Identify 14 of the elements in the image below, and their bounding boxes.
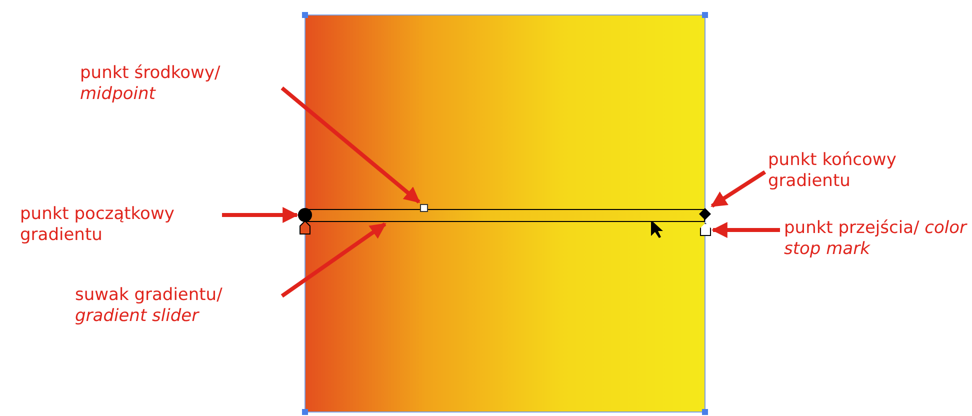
gradient-slider-bar xyxy=(305,209,705,222)
arrow xyxy=(280,86,420,204)
start-point-marker xyxy=(298,208,312,222)
color-stop-marker xyxy=(700,223,711,236)
midpoint-marker xyxy=(420,204,428,212)
callout-label: punkt przejścia/ color stop mark xyxy=(784,218,969,260)
callout-label: punkt środkowy/ midpoint xyxy=(80,63,230,105)
callout-label: punkt początkowy gradientu xyxy=(20,204,220,246)
arrow xyxy=(280,222,386,298)
arrow xyxy=(222,207,299,223)
callout-label: suwak gradientu/ gradient slider xyxy=(75,285,265,327)
arrow xyxy=(710,170,766,208)
arrow xyxy=(711,222,780,238)
callout-label: punkt końcowy gradientu xyxy=(768,150,928,192)
